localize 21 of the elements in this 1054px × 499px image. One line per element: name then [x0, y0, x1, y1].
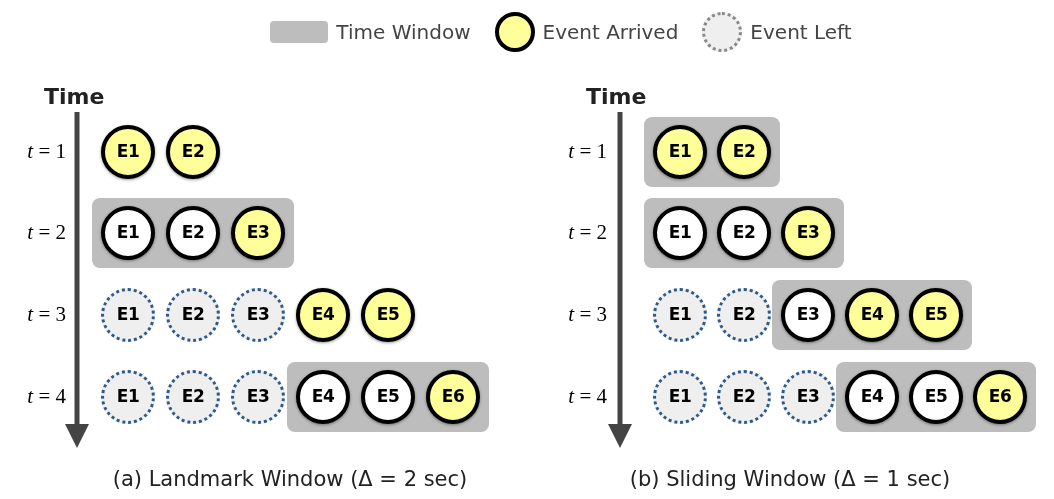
panel-caption: (a) Landmark Window (Δ = 2 sec)	[112, 466, 468, 494]
time-window-box	[92, 198, 294, 268]
time-label: t = 3	[568, 301, 607, 329]
axis-title: Time	[586, 82, 647, 111]
time-window-box	[772, 280, 972, 350]
time-label: t = 4	[568, 383, 607, 411]
time-label: t = 2	[568, 219, 607, 247]
time-label: t = 2	[27, 219, 66, 247]
legend-label: Event Left	[750, 19, 852, 46]
time-label: t = 1	[27, 138, 66, 166]
time-label: t = 3	[27, 301, 66, 329]
time-window-box	[836, 362, 1036, 432]
time-label: t = 1	[568, 138, 607, 166]
axis-title: Time	[44, 82, 105, 111]
time-window-box	[644, 198, 844, 268]
legend-label: Event Arrived	[542, 19, 679, 46]
time-window-box	[287, 362, 489, 432]
legend-label: Time Window	[336, 19, 471, 46]
time-window-box	[644, 117, 780, 187]
time-label: t = 4	[27, 383, 66, 411]
panel-caption: (b) Sliding Window (Δ = 1 sec)	[629, 466, 951, 494]
